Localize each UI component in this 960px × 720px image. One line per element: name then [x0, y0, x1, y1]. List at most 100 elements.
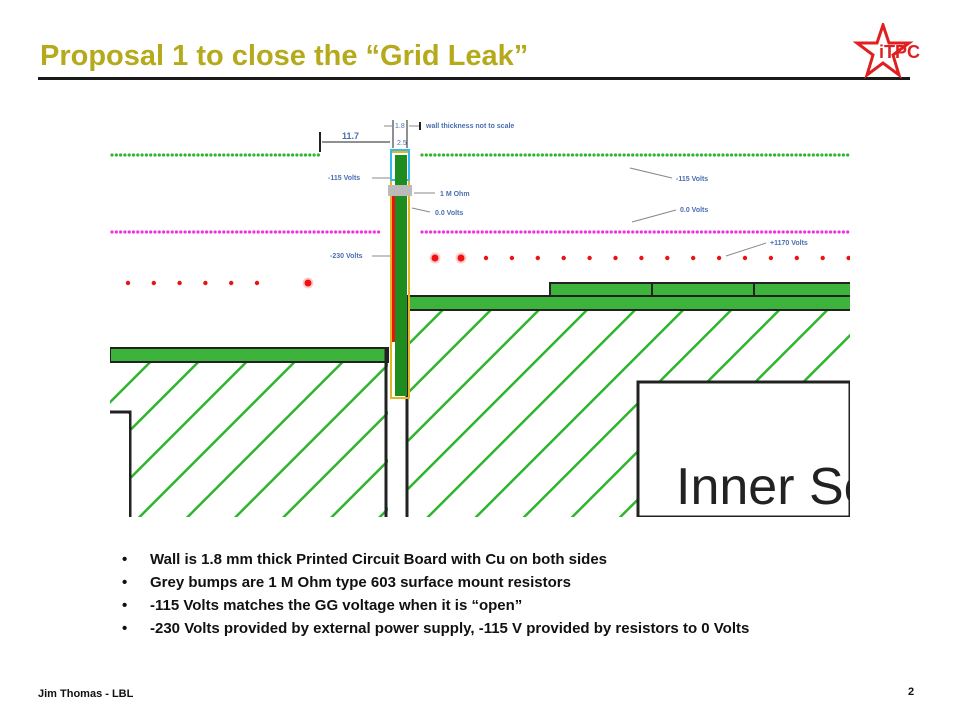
- ground-wire: [252, 230, 256, 234]
- gating-wire: [209, 153, 213, 157]
- anode-wire: [716, 255, 722, 261]
- gating-wire: [592, 153, 596, 157]
- ground-wire: [149, 230, 153, 234]
- gating-wire: [114, 153, 118, 157]
- gating-wire: [669, 153, 674, 157]
- gating-wire: [196, 153, 200, 157]
- gating-wire: [841, 153, 846, 157]
- gating-wire: [282, 153, 286, 157]
- ground-wire: [816, 230, 820, 234]
- ground-wire: [811, 230, 815, 234]
- gating-wire: [459, 153, 463, 157]
- ground-wire: [730, 230, 734, 234]
- ground-wire: [558, 230, 562, 234]
- ground-wire: [368, 230, 372, 234]
- ground-wire: [773, 230, 777, 234]
- ground-wire: [295, 230, 299, 234]
- ground-wire: [682, 230, 686, 234]
- ground-wire: [755, 230, 760, 234]
- gating-wire: [833, 153, 837, 157]
- gating-wire: [187, 153, 191, 157]
- ground-wire: [678, 230, 682, 234]
- gating-wire: [217, 153, 222, 157]
- gating-wire: [687, 153, 691, 157]
- gating-wire: [699, 153, 704, 157]
- gating-wire: [691, 153, 695, 157]
- gating-wire: [260, 153, 265, 157]
- gating-wire: [446, 153, 450, 157]
- gating-wire: [579, 153, 583, 157]
- slide-title: Proposal 1 to close the “Grid Leak”: [40, 40, 529, 72]
- dim-1-8: 1.8: [395, 123, 405, 130]
- ground-wire: [446, 230, 450, 234]
- gating-wire: [768, 153, 772, 157]
- ground-wire: [579, 230, 583, 234]
- gating-wire: [502, 153, 506, 157]
- gating-wire: [635, 153, 639, 157]
- ground-wire: [222, 230, 226, 234]
- gating-wire: [489, 153, 493, 157]
- grid-leak-diagram: Inner Se 11.7 1.8 2.5 wall thickness not…: [110, 120, 850, 517]
- ground-wire: [687, 230, 691, 234]
- gating-wire: [424, 153, 428, 157]
- gating-wire: [273, 153, 277, 157]
- anode-wires-left: [125, 277, 314, 289]
- ground-wire: [114, 230, 118, 234]
- gating-wire: [738, 153, 742, 157]
- ground-wire: [738, 230, 742, 234]
- anode-wire: [768, 255, 774, 261]
- ground-wire: [502, 230, 506, 234]
- gating-wire: [493, 153, 497, 157]
- inner-sector-block: [636, 380, 850, 517]
- gating-wire: [230, 153, 234, 157]
- bullet-dot: •: [122, 597, 128, 614]
- gating-wire: [429, 153, 433, 157]
- pcb-wall-outline: [390, 151, 410, 399]
- gating-wire: [639, 153, 643, 157]
- gating-wire: [807, 153, 811, 157]
- footer-author: Jim Thomas - LBL: [38, 688, 134, 700]
- ground-wire: [200, 230, 204, 234]
- gating-wire: [631, 153, 635, 157]
- gating-wire: [433, 153, 437, 157]
- gating-wire: [149, 153, 153, 157]
- gating-wire: [515, 153, 519, 157]
- anode-wire: [535, 255, 540, 261]
- ground-wire: [588, 230, 592, 234]
- gating-wire: [575, 153, 579, 157]
- ground-wire: [828, 230, 833, 234]
- ground-wire: [549, 230, 553, 234]
- gating-wire: [618, 153, 622, 157]
- bullet-item: •Grey bumps are 1 M Ohm type 603 surface…: [122, 571, 749, 594]
- anode-wire: [483, 255, 489, 261]
- ground-wire: [704, 230, 708, 234]
- gating-wire: [764, 153, 768, 157]
- ground-wire: [764, 230, 768, 234]
- ground-wire: [110, 230, 114, 234]
- ground-wire: [377, 230, 381, 234]
- gating-wire: [295, 153, 299, 157]
- gating-wire: [166, 153, 170, 157]
- anode-wire: [125, 280, 131, 286]
- gating-wire: [730, 153, 734, 157]
- pad-plate-2: [651, 282, 755, 297]
- gating-wire: [183, 153, 187, 157]
- ground-wire: [476, 230, 480, 234]
- gating-wire: [540, 153, 544, 157]
- gating-wire: [179, 153, 183, 157]
- ground-wire: [260, 230, 265, 234]
- dim-2-5: 2.5: [397, 140, 407, 147]
- ground-wire: [699, 230, 704, 234]
- ground-wire: [510, 230, 514, 234]
- dim-11-7: 11.7: [342, 131, 359, 141]
- ground-wire: [833, 230, 837, 234]
- ground-wire: [489, 230, 493, 234]
- ground-wire: [166, 230, 170, 234]
- ground-wire: [157, 230, 161, 234]
- label-neg115-right: -115 Volts: [676, 176, 708, 183]
- ground-wire: [583, 230, 587, 234]
- ground-wire: [523, 230, 527, 234]
- ground-wire: [131, 230, 136, 234]
- gating-wire: [626, 153, 631, 157]
- anode-wire: [509, 255, 515, 261]
